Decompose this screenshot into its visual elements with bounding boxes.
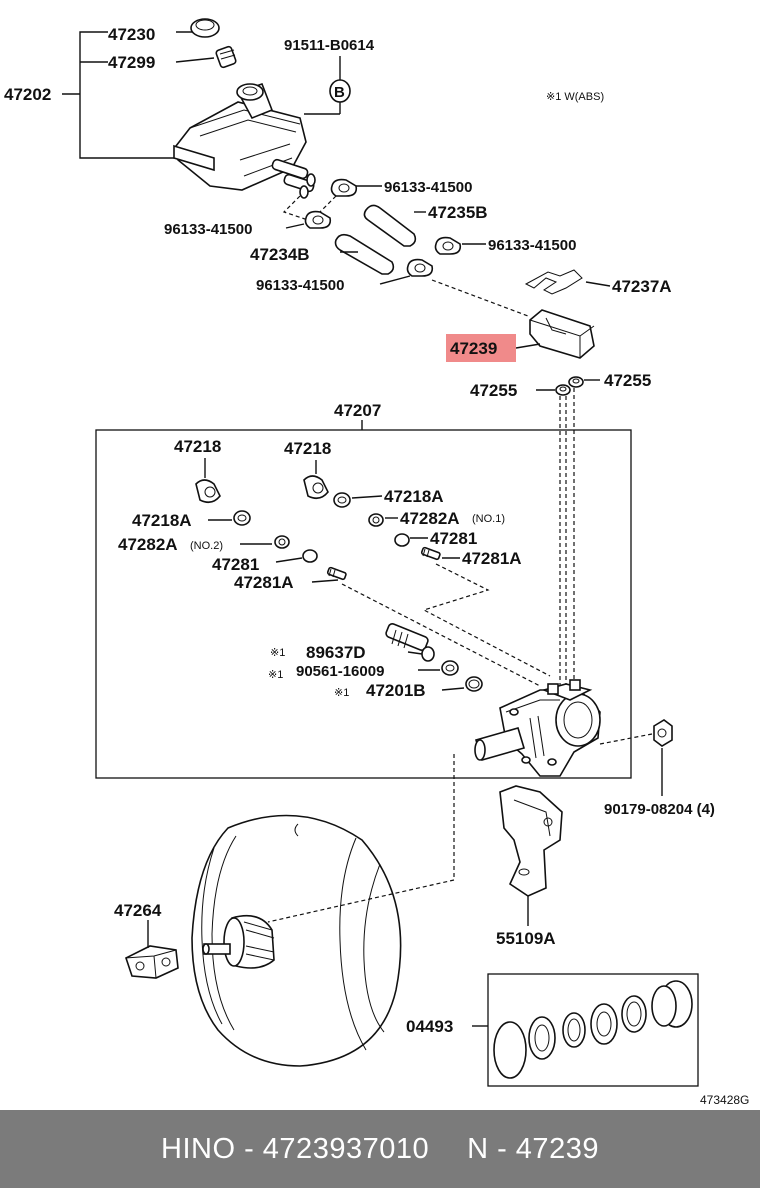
seat-47282a-no2 <box>274 535 290 549</box>
label-47207: 47207 <box>334 401 381 420</box>
part-info-footer: HINO - 4723937010 N - 47239 <box>0 1110 760 1188</box>
reservoir-grommet-47218-left <box>195 479 221 504</box>
mark-1-b: ※1 <box>268 669 283 681</box>
nut-90179 <box>653 719 673 747</box>
brand-part-number: HINO - 4723937010 <box>161 1132 430 1165</box>
hose-clamp <box>434 236 462 255</box>
label-96133-a: 96133-41500 <box>384 179 472 196</box>
label-47218a-right: 47218A <box>384 487 444 506</box>
clevis-47264 <box>125 945 179 979</box>
label-91511: 91511-B0614 <box>284 37 375 54</box>
bleeder-47281a-right <box>420 546 441 561</box>
kit-04493-box <box>472 973 699 1087</box>
label-47281a-left: 47281A <box>234 573 294 592</box>
label-47202: 47202 <box>4 85 51 104</box>
label-47218-right: 47218 <box>284 439 331 458</box>
seal-47218a-left <box>233 510 251 526</box>
label-47218a-left: 47218A <box>132 511 192 530</box>
oring-47201b <box>465 676 483 692</box>
reservoir-cap <box>190 18 220 38</box>
cup-seal-set <box>493 980 693 1079</box>
label-47237a: 47237A <box>612 277 672 296</box>
seal-47218a-right <box>333 492 351 508</box>
mark-1-c: ※1 <box>334 687 349 699</box>
brake-master-cylinder <box>474 679 601 777</box>
label-47255-right: 47255 <box>604 371 651 390</box>
bracket-47239 <box>515 309 595 359</box>
highlight-box-47239 <box>446 334 516 362</box>
label-90561: 90561-16009 <box>296 663 384 680</box>
label-47201b: 47201B <box>366 681 426 700</box>
brake-fluid-reservoir <box>173 82 316 199</box>
seat-47282a-no1 <box>368 513 384 527</box>
reservoir-group: B <box>62 18 351 199</box>
label-47299: 47299 <box>108 53 155 72</box>
label-47218-left: 47218 <box>174 437 221 456</box>
hose-47234b <box>334 233 395 275</box>
kit-47207-box <box>95 420 632 779</box>
hose-clamp <box>304 210 332 229</box>
reference-code: 473428G <box>700 1093 749 1107</box>
gasket-90561 <box>441 660 459 676</box>
callout-b-icon: B <box>329 79 351 103</box>
sensor-89637d <box>385 623 435 662</box>
hose-clamp <box>330 178 358 197</box>
hose-47235b <box>363 204 417 247</box>
mark-1-a: ※1 <box>270 647 285 659</box>
note-no1: (NO.1) <box>472 513 505 525</box>
label-47281a-right: 47281A <box>462 549 522 568</box>
label-55109a: 55109A <box>496 929 556 948</box>
clip-47237a <box>524 269 611 295</box>
label-47282a-no2: 47282A <box>118 535 178 554</box>
label-90179: 90179-08204 (4) <box>604 801 715 818</box>
label-04493: 04493 <box>406 1017 453 1036</box>
reservoir-strainer <box>215 45 237 69</box>
union-47281-right <box>394 533 410 547</box>
label-47230: 47230 <box>108 25 155 44</box>
callout-b-label: B <box>334 84 345 101</box>
note-abs: ※1 W(ABS) <box>546 91 604 103</box>
diagram-number: N - 47239 <box>467 1132 599 1165</box>
bleeder-47281a-left <box>326 566 347 581</box>
label-96133-b: 96133-41500 <box>164 221 252 238</box>
label-47234b: 47234B <box>250 245 310 264</box>
reservoir-grommet-47218-right <box>303 475 329 500</box>
hose-clamp <box>406 258 434 277</box>
note-no2: (NO.2) <box>190 540 223 552</box>
label-47239: 47239 <box>450 339 497 358</box>
label-47255-left: 47255 <box>470 381 517 400</box>
bracket-55109a <box>499 785 563 897</box>
label-47264: 47264 <box>114 901 162 920</box>
label-47235b: 47235B <box>428 203 488 222</box>
label-47281-right: 47281 <box>430 529 477 548</box>
label-96133-d: 96133-41500 <box>256 277 344 294</box>
kit-parts <box>195 458 601 777</box>
parts-diagram: B <box>4 18 749 1107</box>
label-96133-c: 96133-41500 <box>488 237 576 254</box>
union-47281-left <box>302 549 318 563</box>
label-89637d: 89637D <box>306 643 366 662</box>
label-47281-left: 47281 <box>212 555 259 574</box>
grommet-47255-left <box>536 384 571 396</box>
hoses-group <box>282 178 529 317</box>
grommet-47255-right <box>568 376 600 388</box>
label-47282a-no1: 47282A <box>400 509 460 528</box>
brake-booster <box>191 814 402 1067</box>
